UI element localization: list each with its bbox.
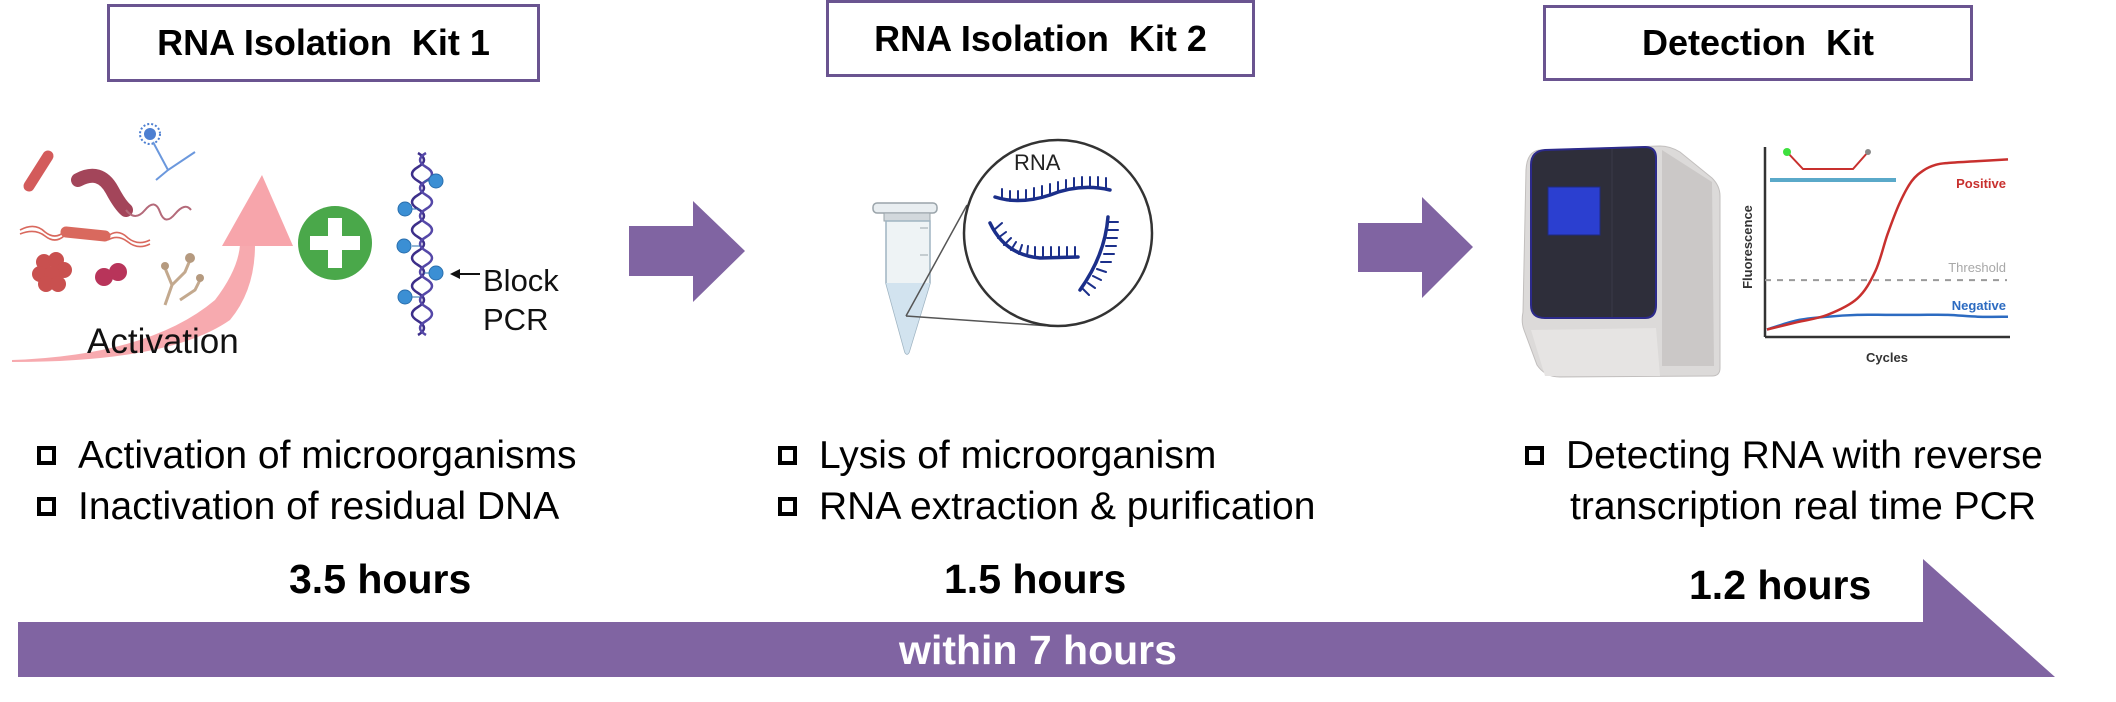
step-arrow-2-icon xyxy=(1358,197,1473,298)
plus-icon xyxy=(298,206,372,280)
timeline-arrow xyxy=(18,559,2055,677)
dna-helix-icon xyxy=(396,151,444,337)
legend-positive: Positive xyxy=(1956,176,2006,191)
stage-1-title: RNA Isolation Kit 1 xyxy=(157,22,490,63)
stage-1-title-box: RNA Isolation Kit 1 xyxy=(107,4,540,82)
stage-1-bullet: Inactivation of residual DNA xyxy=(37,481,577,532)
checkbox-icon xyxy=(1525,446,1544,465)
block-label: Block xyxy=(483,263,559,298)
timeline-label: within 7 hours xyxy=(899,626,1177,673)
stage-2-bullets: Lysis of microorganism RNA extraction & … xyxy=(778,430,1315,532)
amplification-curve-icon xyxy=(1763,147,2010,339)
stage-2-bullet: Lysis of microorganism xyxy=(778,430,1315,481)
bullet-text: Detecting RNA with reverse xyxy=(1566,434,2043,477)
pcr-label: PCR xyxy=(483,302,548,337)
legend-negative: Negative xyxy=(1952,298,2006,313)
stage-2-duration: 1.5 hours xyxy=(944,556,1127,602)
stage-3-title-box: Detection Kit xyxy=(1543,5,1973,81)
probe-diagram xyxy=(1770,148,1896,182)
stage-2-title-box: RNA Isolation Kit 2 xyxy=(826,0,1255,77)
bullet-text: transcription real time PCR xyxy=(1570,485,2036,528)
stage-2-bullet: RNA extraction & purification xyxy=(778,481,1315,532)
legend-threshold: Threshold xyxy=(1948,260,2006,275)
bullet-text: RNA extraction & purification xyxy=(819,485,1316,528)
chart-xlabel: Cycles xyxy=(1866,350,1908,365)
stage-3-bullets: Detecting RNA with reverse transcription… xyxy=(1525,430,2043,532)
stage-1-duration: 3.5 hours xyxy=(289,556,472,602)
stage-2-title: RNA Isolation Kit 2 xyxy=(874,17,1207,59)
positive-curve xyxy=(1766,158,2009,331)
stage-3-duration: 1.2 hours xyxy=(1689,562,1872,608)
step-arrow-1-icon xyxy=(629,201,745,302)
activation-arrow-icon xyxy=(12,175,293,362)
checkbox-icon xyxy=(37,446,56,465)
checkbox-icon xyxy=(778,446,797,465)
rna-label: RNA xyxy=(1014,150,1061,175)
stage-3-bullet-continuation: transcription real time PCR xyxy=(1525,481,2043,532)
stage-3-title: Detection Kit xyxy=(1641,22,1874,63)
activation-label: Activation xyxy=(87,322,239,361)
pcr-instrument-icon xyxy=(1521,145,1721,378)
microtube-icon xyxy=(872,202,938,355)
bacteria-icon xyxy=(19,123,204,306)
block-pointer-arrow-icon xyxy=(450,269,480,279)
bullet-text: Lysis of microorganism xyxy=(819,434,1217,477)
bullet-text: Inactivation of residual DNA xyxy=(78,485,560,528)
negative-curve xyxy=(1766,313,2009,331)
stage-1-bullet: Activation of microorganisms xyxy=(37,430,577,481)
checkbox-icon xyxy=(37,497,56,516)
bullet-text: Activation of microorganisms xyxy=(78,434,577,477)
chart-ylabel: Fluorescence xyxy=(1740,205,1755,289)
stage-1-bullets: Activation of microorganisms Inactivatio… xyxy=(37,430,577,532)
rna-strand-icon xyxy=(988,176,1119,296)
checkbox-icon xyxy=(778,497,797,516)
stage-3-bullet: Detecting RNA with reverse xyxy=(1525,430,2043,481)
